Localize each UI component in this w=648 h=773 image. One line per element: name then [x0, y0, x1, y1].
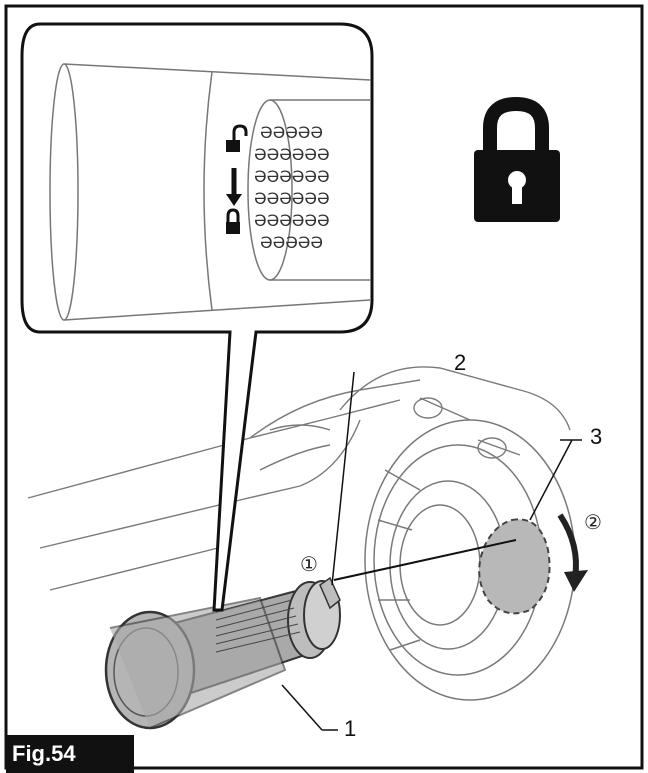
zoom-callout-bubble [20, 22, 374, 612]
lock-slot-highlight [478, 518, 551, 615]
step-2-marker: ② [584, 510, 602, 534]
svg-text:ƏƏƏƏƏƏ: ƏƏƏƏƏƏ [254, 211, 330, 230]
insert-direction-line [333, 539, 517, 581]
figure-frame [4, 4, 644, 770]
blower-body [27, 366, 571, 591]
svg-text:ƏƏƏƏƏƏ: ƏƏƏƏƏƏ [254, 189, 330, 208]
rotate-arrowhead [564, 570, 588, 592]
small-lock-icon [226, 208, 240, 234]
leader-lines [281, 371, 582, 731]
rotate-arrow-icon [557, 513, 579, 579]
figure-label: Fig.54 [6, 735, 134, 773]
svg-text:ƏƏƏƏƏƏ: ƏƏƏƏƏƏ [254, 145, 330, 164]
zoomed-cylinder [49, 63, 371, 321]
perforation-pattern: ƏƏƏƏƏ ƏƏƏƏƏƏ ƏƏƏƏƏƏ ƏƏƏƏƏƏ ƏƏƏƏƏƏ ƏƏƏƏƏ [254, 123, 330, 252]
step-1-marker: ① [300, 552, 318, 576]
callout-3: 3 [590, 424, 603, 449]
svg-text:ƏƏƏƏƏ: ƏƏƏƏƏ [260, 233, 323, 252]
svg-text:ƏƏƏƏƏ: ƏƏƏƏƏ [260, 123, 323, 142]
lock-icon [474, 96, 560, 222]
direction-arrow-icon [226, 168, 242, 206]
callout-1: 1 [344, 716, 357, 741]
callout-2: 2 [454, 350, 467, 375]
filter-cylinder [104, 576, 341, 730]
unlock-icon [226, 124, 248, 152]
svg-text:ƏƏƏƏƏƏ: ƏƏƏƏƏƏ [254, 167, 330, 186]
